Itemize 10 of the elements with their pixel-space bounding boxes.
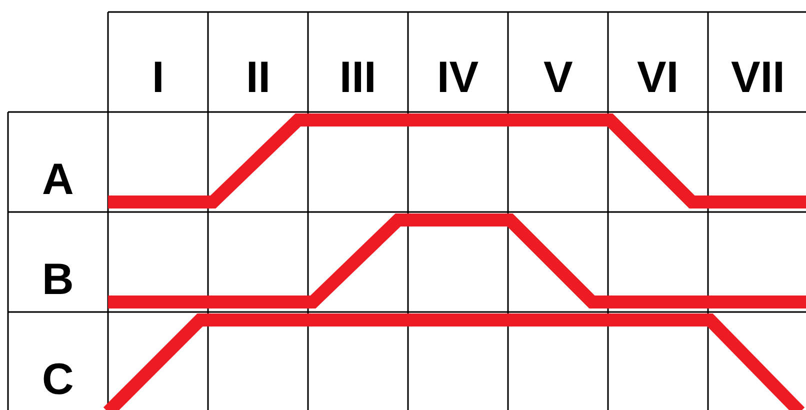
column-header: V <box>544 56 573 100</box>
row-header: C <box>42 358 74 402</box>
row-header: A <box>42 158 74 202</box>
column-header: IV <box>437 56 479 100</box>
column-header: II <box>246 56 270 100</box>
column-header: VII <box>731 56 785 100</box>
column-header: VI <box>637 56 679 100</box>
column-header: III <box>340 56 376 100</box>
row-header: B <box>42 258 74 302</box>
column-header: I <box>152 56 164 100</box>
